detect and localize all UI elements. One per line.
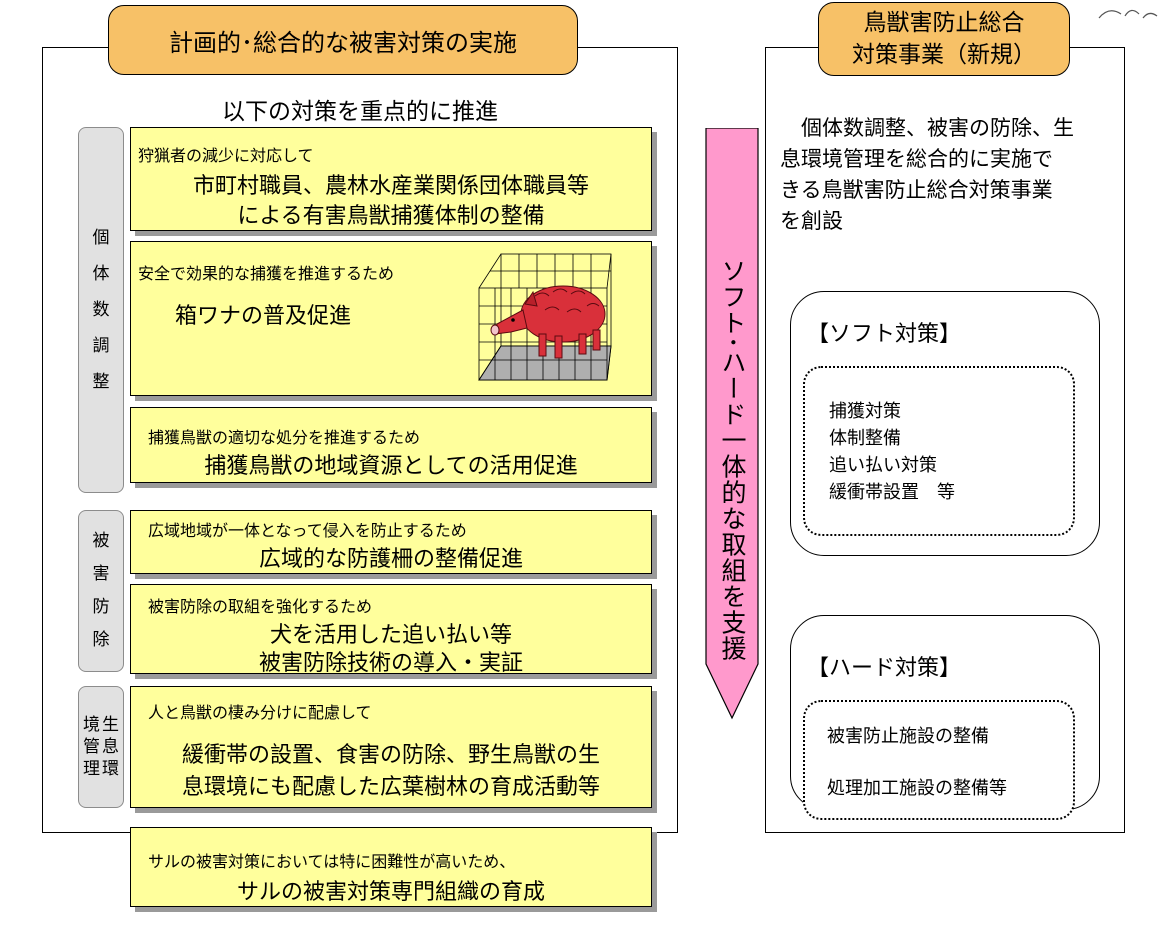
soft-measures-list: 捕獲対策 体制整備 追い払い対策 緩衝帯設置 等: [803, 366, 1075, 536]
measure-box-hunting-system: 狩猟者の減少に対応して 市町村職員、農林水産業関係団体職員等 による有害鳥獣捕獲…: [130, 127, 652, 231]
right-panel-title: 鳥獣害防止総合 対策事業（新規）: [818, 2, 1070, 76]
measure-box-box-trap: 安全で効果的な捕獲を推進するため 箱ワナの普及促進: [130, 241, 652, 396]
boar-in-cage-icon: [478, 253, 612, 381]
hard-measures-heading: 【ハード対策】: [807, 656, 962, 681]
corner-illustration-icon: [1098, 9, 1158, 19]
left-panel-subtitle: 以下の対策を重点的に推進: [222, 99, 498, 125]
category-damage-prevention: 被 害 防 除: [78, 510, 124, 672]
measure-box-game-utilization: 捕獲鳥獣の適切な処分を推進するため 捕獲鳥獣の地域資源としての活用促進: [130, 407, 652, 483]
measure-box-fence: 広域地域が一体となって侵入を防止するため 広域的な防護柵の整備促進: [130, 510, 652, 574]
hard-measures-list: 被害防止施設の整備 処理加工施設の整備等: [803, 700, 1075, 820]
left-panel-title: 計画的･総合的な被害対策の実施: [108, 5, 578, 75]
measure-box-monkey: サルの被害対策においては特に困難性が高いため、 サルの被害対策専門組織の育成: [130, 827, 652, 907]
category-habitat-management: 生 息 環 境 管 理: [78, 686, 124, 808]
support-arrow-text: ソフト･ハード一体的な取組を支援: [718, 258, 747, 662]
soft-item: 捕獲対策: [829, 401, 901, 422]
hard-item: 処理加工施設の整備等: [827, 778, 1007, 799]
support-arrow: [705, 128, 759, 720]
measure-box-dog-patrol: 被害防除の取組を強化するため 犬を活用した追い払い等 被害防除技術の導入・実証: [130, 584, 652, 676]
hard-item: 被害防止施設の整備: [827, 726, 989, 747]
soft-item: 体制整備: [829, 428, 901, 449]
category-population-control: 個 体 数 調 整: [78, 127, 124, 493]
soft-item: 緩衝帯設置 等: [829, 482, 955, 503]
right-panel-description: 個体数調整、被害の防除、生 息環境管理を総合的に実施で きる鳥獣害防止総合対策事…: [780, 116, 1074, 233]
measure-box-buffer-zone: 人と鳥獣の棲み分けに配慮して 緩衝帯の設置、食害の防除、野生鳥獣の生 息環境にも…: [130, 686, 652, 808]
soft-item: 追い払い対策: [829, 455, 937, 476]
soft-measures-heading: 【ソフト対策】: [807, 322, 962, 347]
